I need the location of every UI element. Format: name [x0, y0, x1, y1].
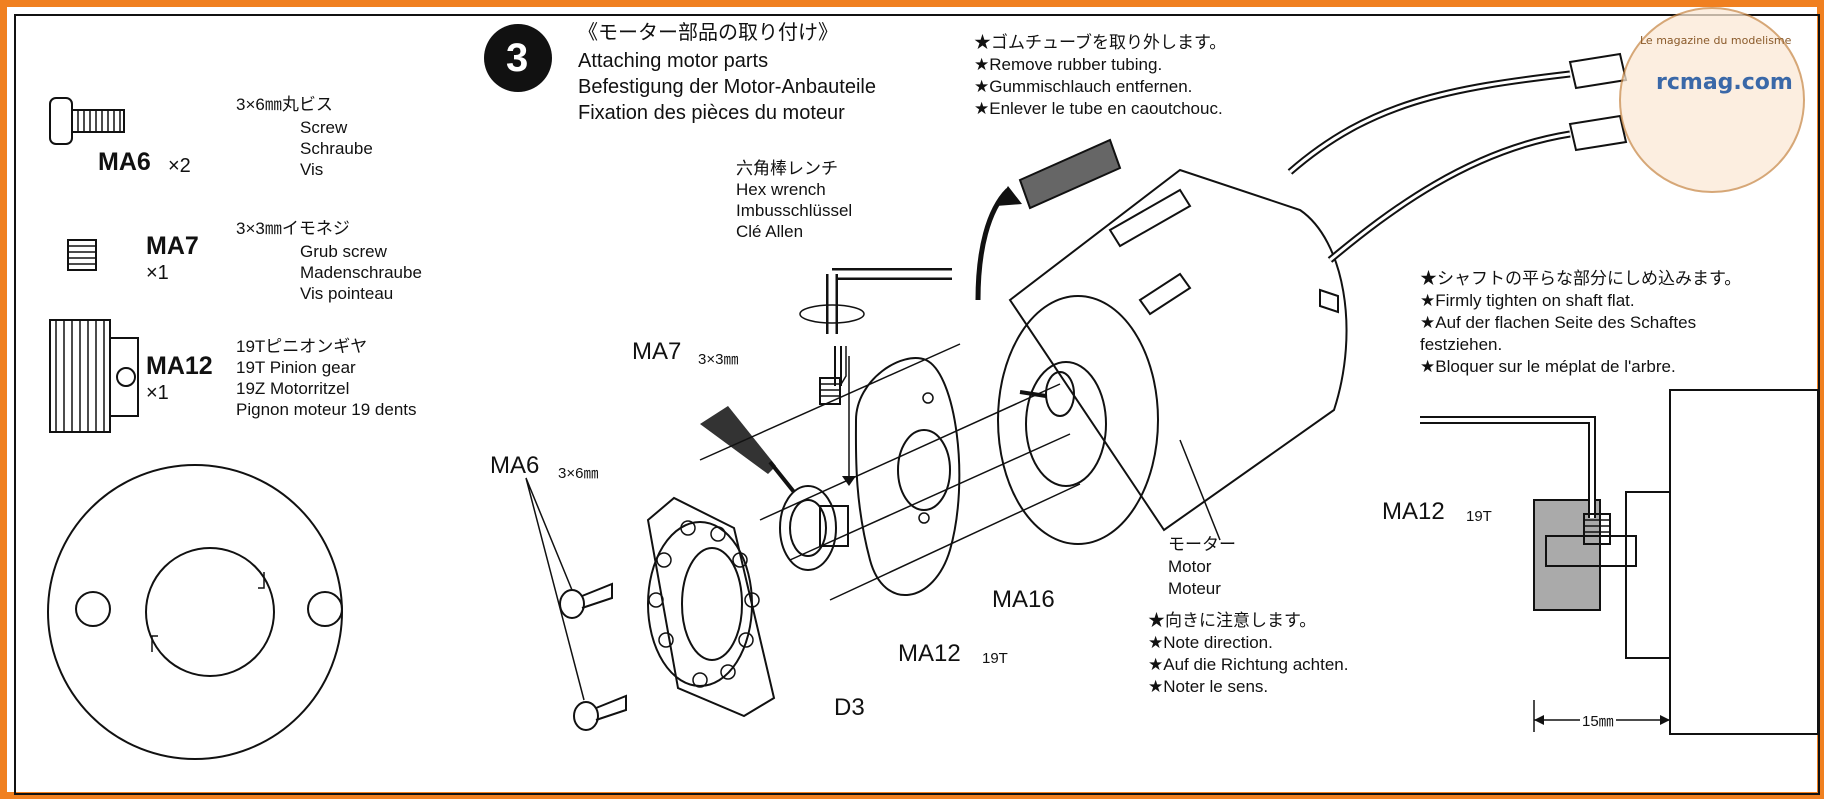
ma12-fr: Pignon moteur 19 dents	[236, 400, 417, 419]
direction-jp: ★向きに注意します。	[1148, 611, 1317, 630]
detail-label-ma12: MA12	[1382, 498, 1445, 525]
rubber-tube-icon	[975, 138, 1122, 301]
ma7-en: Grub screw	[300, 242, 387, 261]
direction-de: ★Auf die Richtung achten.	[1148, 655, 1349, 674]
dimension-label: 15㎜	[1580, 710, 1616, 731]
ma12-code: MA12	[146, 352, 213, 380]
ma12-jp: 19Tピニオンギヤ	[236, 337, 368, 356]
hex-wrench-fr: Clé Allen	[736, 222, 804, 241]
shaft-detail-icon	[1420, 389, 1819, 735]
ma6-qty: ×2	[168, 155, 191, 177]
detail-label-ma12-size: 19T	[1466, 508, 1492, 525]
pinion-gear-ma12-icon	[49, 319, 139, 433]
ma6-leader-lines	[525, 477, 585, 701]
motor-en: Motor	[1168, 557, 1212, 576]
ma6-jp: 3×6㎜丸ビス	[236, 95, 333, 114]
motor-leader-line	[1179, 439, 1221, 541]
ma7-jp: 3×3㎜イモネジ	[236, 219, 350, 238]
motor-plate-ma16-template	[47, 464, 343, 760]
grub-screw-ma7-icon	[67, 239, 97, 271]
hex-wrench-en: Hex wrench	[736, 180, 826, 199]
ma7-fr: Vis pointeau	[300, 284, 394, 303]
ma7-de: Madenschraube	[300, 263, 422, 282]
label-ma7-size: 3×3㎜	[698, 351, 739, 368]
ma12-de: 19Z Motorritzel	[236, 379, 350, 398]
ma12-qty: ×1	[146, 382, 169, 404]
watermark-tagline: Le magazine du modelisme	[1640, 34, 1792, 47]
pinion-gear-assembly-icon	[779, 485, 849, 571]
ma7-qty: ×1	[146, 262, 169, 284]
shaft-de2: festziehen.	[1420, 335, 1503, 354]
shaft-jp: ★シャフトの平らな部分にしめ込みます。	[1420, 269, 1742, 288]
step-title-en: Attaching motor parts	[578, 50, 769, 72]
shaft-en: ★Firmly tighten on shaft flat.	[1420, 291, 1635, 310]
screw-ma6-upper-icon	[559, 582, 613, 619]
step-circle	[484, 24, 552, 92]
shaft-de1: ★Auf der flachen Seite des Schaftes	[1420, 313, 1697, 332]
step-title-fr: Fixation des pièces du moteur	[578, 102, 845, 124]
hex-wrench-icon	[799, 268, 952, 387]
rubber-de: ★Gummischlauch entfernen.	[974, 77, 1193, 96]
label-ma7: MA7	[632, 338, 682, 365]
rubber-jp: ★ゴムチューブを取り外します。	[974, 33, 1227, 52]
motor-fr: Moteur	[1168, 579, 1221, 598]
label-d3: D3	[834, 694, 865, 721]
hex-wrench-de: Imbusschlüssel	[736, 201, 853, 220]
step-title-jp: 《モーター部品の取り付け》	[578, 22, 838, 44]
watermark-logo	[1619, 7, 1805, 193]
ma6-de: Schraube	[300, 139, 373, 158]
ma12-en: 19T Pinion gear	[236, 358, 356, 377]
step-title-de: Befestigung der Motor-Anbauteile	[578, 76, 876, 98]
direction-en: ★Note direction.	[1148, 633, 1273, 652]
label-ma16: MA16	[992, 586, 1055, 613]
ma7-code: MA7	[146, 232, 199, 260]
shaft-fr: ★Bloquer sur le méplat de l'arbre.	[1420, 357, 1676, 376]
motor-jp: モーター	[1168, 535, 1236, 554]
ma6-code: MA6	[98, 148, 151, 176]
alignment-lines	[699, 343, 1081, 601]
screw-ma6-lower-icon	[573, 694, 627, 731]
label-ma12: MA12	[898, 640, 961, 667]
motor-mount-d3-icon	[646, 496, 776, 718]
screw-ma6-icon	[49, 97, 125, 145]
direction-fr: ★Noter le sens.	[1148, 677, 1269, 696]
ma6-fr: Vis	[300, 160, 324, 179]
step-number: 3	[506, 36, 529, 80]
motor-wires-icon	[1287, 52, 1628, 263]
label-ma6: MA6	[490, 452, 540, 479]
motor-icon	[997, 168, 1348, 545]
rubber-en: ★Remove rubber tubing.	[974, 55, 1163, 74]
ma6-en: Screw	[300, 118, 348, 137]
label-ma6-size: 3×6㎜	[558, 465, 599, 482]
motor-plate-ma16-icon	[854, 357, 961, 597]
rubber-fr: ★Enlever le tube en caoutchouc.	[974, 99, 1223, 118]
hex-wrench-jp: 六角棒レンチ	[736, 159, 838, 178]
watermark-site: rcmag.com	[1656, 70, 1793, 95]
screwdriver-icon	[700, 406, 796, 494]
label-ma12-size: 19T	[982, 650, 1008, 667]
